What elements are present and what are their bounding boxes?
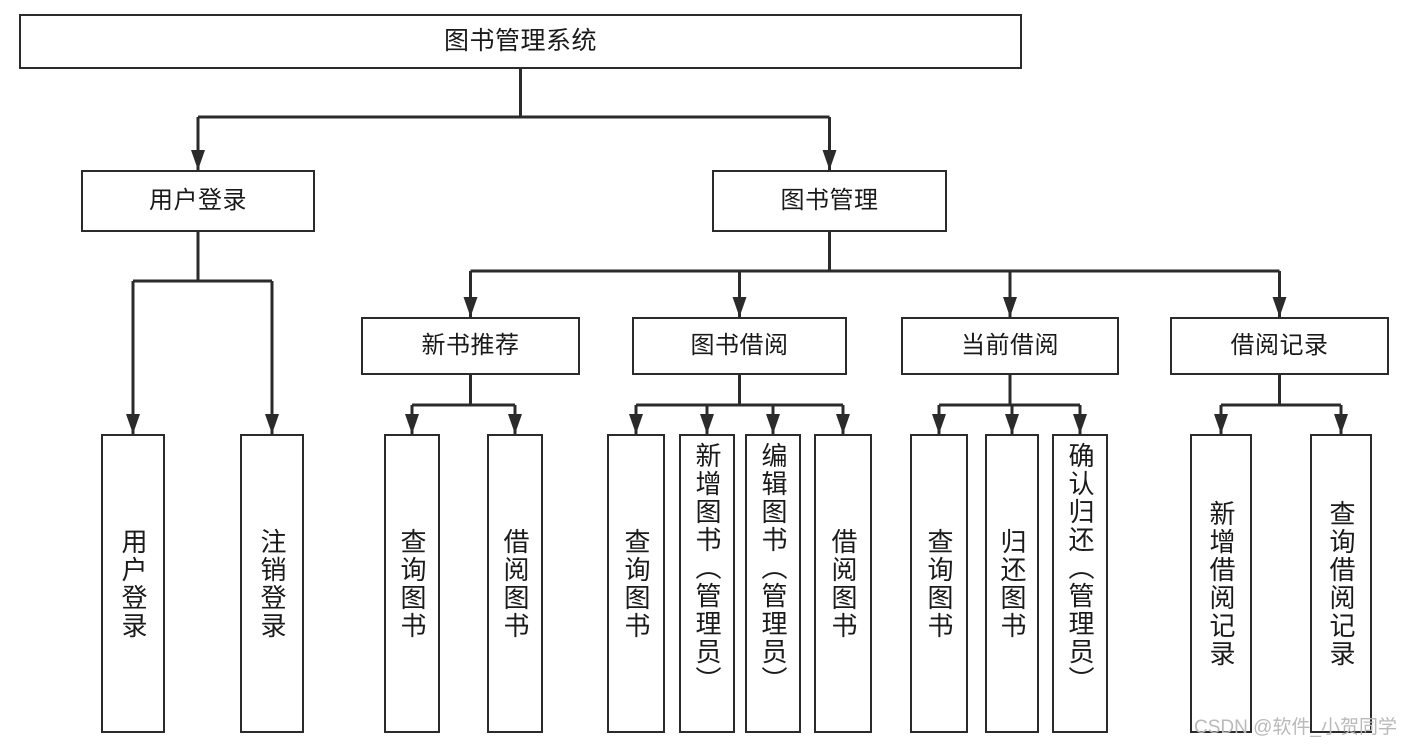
node-label: 查询借阅记录	[1326, 499, 1356, 668]
node-label: 新书推荐	[421, 331, 520, 359]
node-user-login[interactable]: 用户登录	[81, 170, 315, 232]
node-label: 查询图书	[621, 527, 651, 640]
leaf-logout[interactable]: 注销登录	[240, 434, 304, 733]
node-new-book-recommendation[interactable]: 新书推荐	[361, 317, 580, 375]
node-current-borrowing[interactable]: 当前借阅	[901, 317, 1119, 375]
leaf-confirm-return-admin[interactable]: 确认归还（管理员）	[1052, 434, 1108, 733]
node-label: 确认归还（管理员）	[1065, 442, 1095, 694]
node-label: 当前借阅	[961, 331, 1059, 359]
node-book-management[interactable]: 图书管理	[712, 170, 947, 232]
node-root-system[interactable]: 图书管理系统	[19, 14, 1022, 69]
leaf-query-borrow-record[interactable]: 查询借阅记录	[1310, 434, 1372, 733]
node-label: 新增借阅记录	[1206, 499, 1236, 668]
leaf-borrow-book-1[interactable]: 借阅图书	[487, 434, 543, 733]
node-label: 借阅记录	[1230, 331, 1329, 359]
csdn-watermark: CSDN @软件_小贺同学	[1194, 717, 1397, 738]
node-label: 图书管理	[780, 186, 879, 214]
leaf-return-book[interactable]: 归还图书	[985, 434, 1039, 733]
leaf-query-book-2[interactable]: 查询图书	[607, 434, 665, 733]
leaf-edit-book-admin[interactable]: 编辑图书（管理员）	[745, 434, 801, 733]
leaf-query-book-3[interactable]: 查询图书	[910, 434, 968, 733]
node-label: 新增图书（管理员）	[692, 442, 722, 694]
node-label: 编辑图书（管理员）	[758, 442, 788, 694]
node-label: 查询图书	[924, 527, 954, 640]
leaf-borrow-book-2[interactable]: 借阅图书	[814, 434, 872, 733]
node-label: 用户登录	[149, 186, 247, 214]
node-label: 图书管理系统	[443, 26, 597, 55]
node-label: 查询图书	[397, 527, 427, 640]
node-label: 用户登录	[118, 527, 148, 640]
leaf-add-borrow-record[interactable]: 新增借阅记录	[1190, 434, 1252, 733]
node-book-borrowing[interactable]: 图书借阅	[632, 317, 847, 375]
leaf-user-login[interactable]: 用户登录	[101, 434, 165, 733]
node-label: 归还图书	[997, 527, 1027, 640]
leaf-add-book-admin[interactable]: 新增图书（管理员）	[679, 434, 735, 733]
node-label: 图书借阅	[690, 331, 789, 359]
node-label: 借阅图书	[828, 527, 858, 640]
node-label: 借阅图书	[500, 527, 530, 640]
leaf-query-book-1[interactable]: 查询图书	[384, 434, 440, 733]
node-label: 注销登录	[257, 527, 287, 640]
node-borrowing-record[interactable]: 借阅记录	[1170, 317, 1389, 375]
